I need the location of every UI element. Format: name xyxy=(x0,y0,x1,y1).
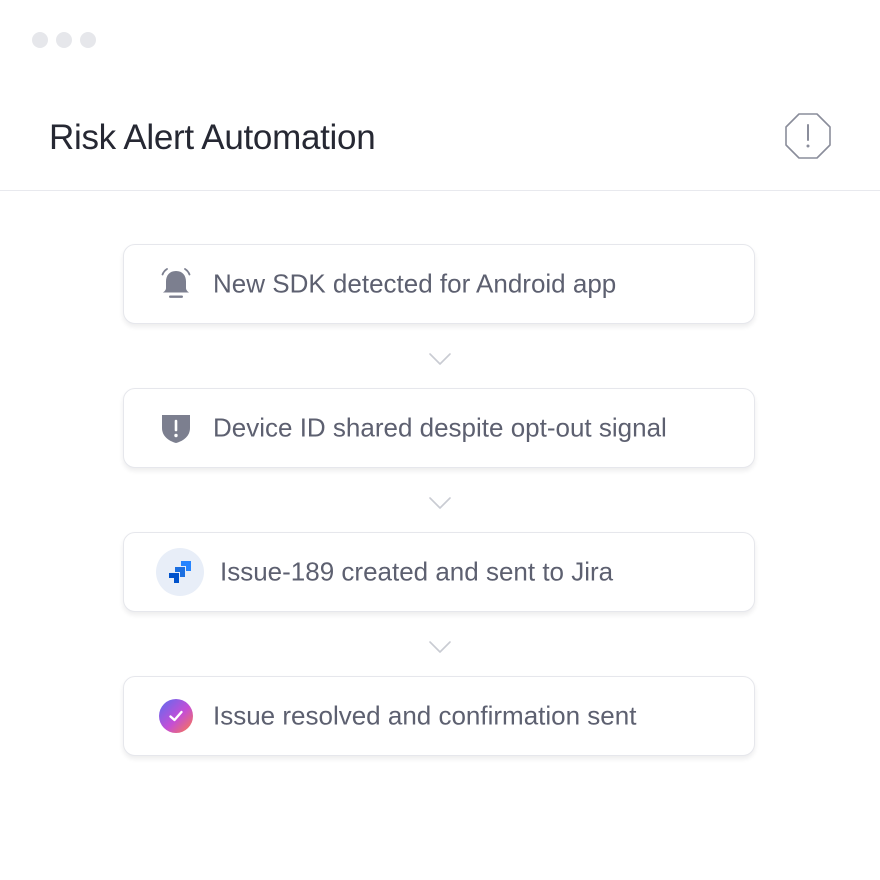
chevron-down-icon xyxy=(429,353,451,365)
flow-step-card[interactable]: New SDK detected for Android app xyxy=(123,244,755,324)
flow-step-card[interactable]: Device ID shared despite opt-out signal xyxy=(123,388,755,468)
flow-step-label: Issue resolved and confirmation sent xyxy=(213,700,637,731)
shield-alert-icon xyxy=(160,411,192,445)
flow-step-label: Issue-189 created and sent to Jira xyxy=(220,556,614,587)
window-control-dot[interactable] xyxy=(80,32,96,48)
check-circle-icon xyxy=(159,699,193,733)
flow-step-label: New SDK detected for Android app xyxy=(213,268,617,299)
flow-step-label: Device ID shared despite opt-out signal xyxy=(213,412,667,443)
page-title: Risk Alert Automation xyxy=(49,118,376,157)
flow-step-card[interactable]: Issue resolved and confirmation sent xyxy=(123,676,755,756)
window-control-dot[interactable] xyxy=(56,32,72,48)
header: Risk Alert Automation xyxy=(0,90,880,191)
chevron-down-icon xyxy=(429,641,451,653)
jira-icon xyxy=(156,548,204,596)
window-control-dot[interactable] xyxy=(32,32,48,48)
bell-icon xyxy=(158,266,194,302)
flow-step-card[interactable]: Issue-189 created and sent to Jira xyxy=(123,532,755,612)
chevron-down-icon xyxy=(429,497,451,509)
octagon-alert-icon[interactable] xyxy=(784,112,832,160)
window-controls xyxy=(32,32,96,48)
